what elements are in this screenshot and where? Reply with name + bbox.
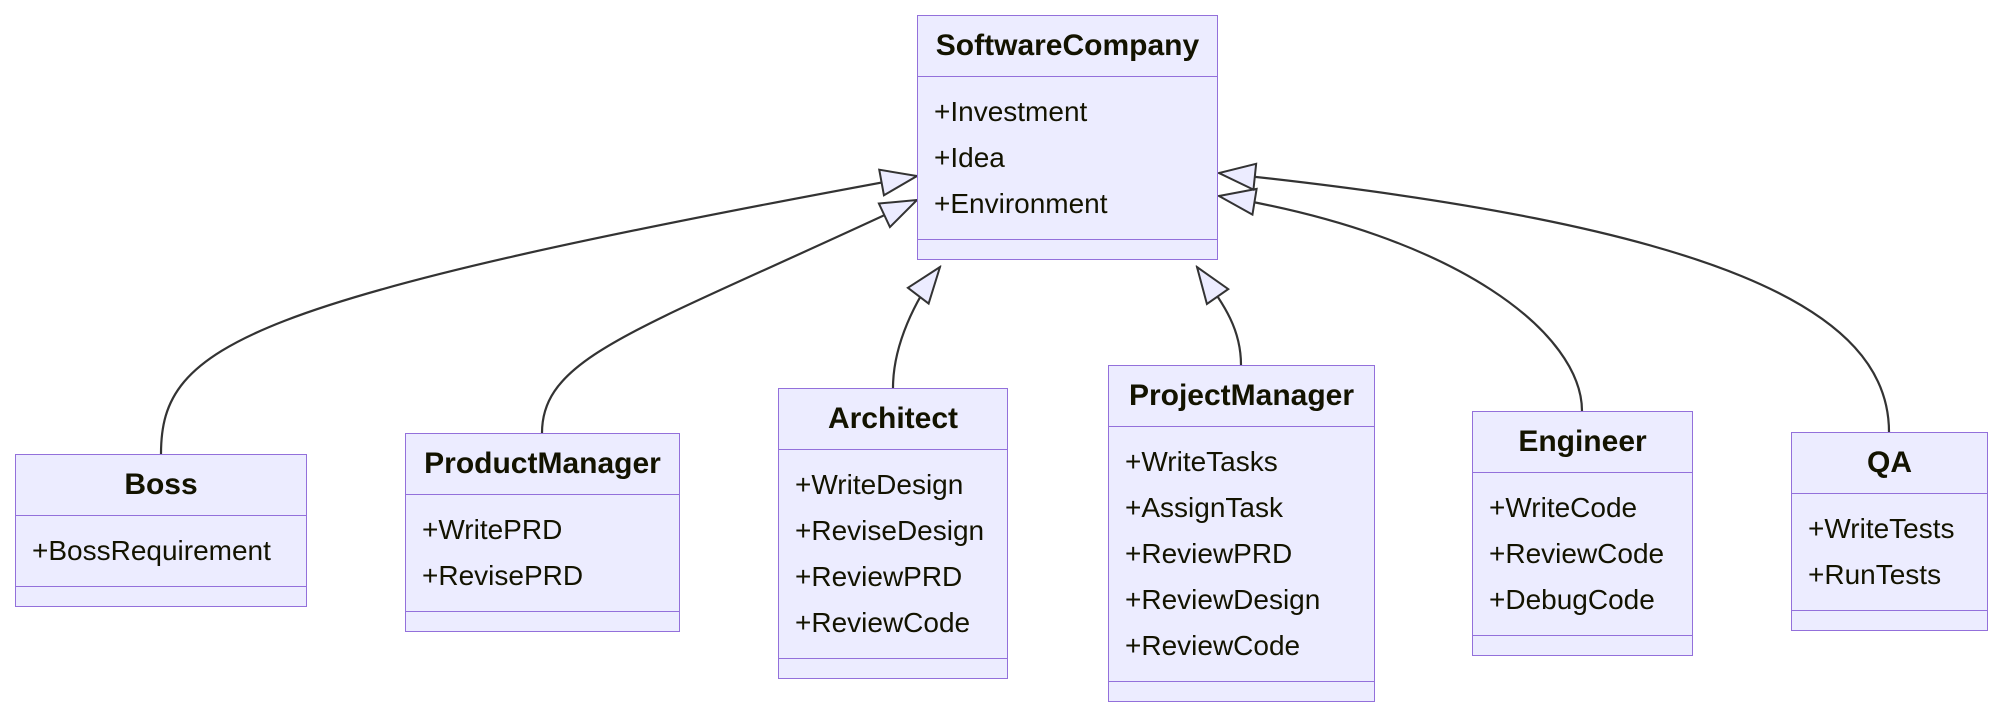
class-member: +WritePRD (422, 514, 563, 545)
class-member: +Environment (934, 188, 1108, 219)
class-member: +ReviewCode (795, 607, 971, 638)
class-projectmanager-title: ProjectManager (1128, 379, 1355, 412)
class-productmanager-members: +WritePRD +RevisePRD (406, 494, 679, 611)
class-softwarecompany: SoftwareCompany +Investment +Idea +Envir… (917, 15, 1218, 260)
class-member: +ReviewCode (1125, 630, 1301, 661)
edge-productmanager-to-softwarecompany (540, 200, 917, 434)
class-member: +BossRequirement (32, 535, 271, 566)
class-qa-title: QA (1867, 446, 1912, 479)
edge-boss-to-softwarecompany (159, 176, 917, 455)
edge-engineer-to-softwarecompany (1219, 196, 1584, 412)
class-projectmanager-methods-empty (1109, 681, 1374, 701)
class-member: +Idea (934, 142, 1005, 173)
edge-architect-to-softwarecompany (891, 267, 940, 389)
class-qa-members: +WriteTests +RunTests (1792, 493, 1987, 610)
class-member: +RunTests (1808, 559, 1942, 590)
class-member: +ReviewPRD (1125, 538, 1293, 569)
class-member: +Investment (934, 96, 1088, 127)
edge-projectmanager-to-softwarecompany (1197, 267, 1243, 366)
class-softwarecompany-methods-empty (918, 239, 1217, 259)
class-boss-title: Boss (124, 468, 198, 501)
class-qa: QA +WriteTests +RunTests (1791, 432, 1988, 631)
class-boss: Boss +BossRequirement (15, 454, 307, 607)
class-qa-methods-empty (1792, 610, 1987, 630)
class-member: +WriteDesign (795, 469, 964, 500)
class-member: +WriteCode (1489, 492, 1638, 523)
class-member: +ReviewPRD (795, 561, 963, 592)
class-projectmanager: ProjectManager +WriteTasks +AssignTask +… (1108, 365, 1375, 702)
class-softwarecompany-members: +Investment +Idea +Environment (918, 76, 1217, 239)
class-architect-title: Architect (827, 402, 959, 435)
class-engineer-title: Engineer (1518, 425, 1647, 458)
class-architect: Architect +WriteDesign +ReviseDesign +Re… (778, 388, 1008, 679)
class-productmanager-title: ProductManager (424, 447, 661, 480)
class-engineer-members: +WriteCode +ReviewCode +DebugCode (1473, 472, 1692, 635)
class-architect-members: +WriteDesign +ReviseDesign +ReviewPRD +R… (779, 449, 1007, 658)
class-member: +ReviewDesign (1125, 584, 1321, 615)
class-member: +WriteTasks (1125, 446, 1278, 477)
class-productmanager-methods-empty (406, 611, 679, 631)
class-member: +ReviewCode (1489, 538, 1665, 569)
class-member: +ReviseDesign (795, 515, 985, 546)
class-productmanager: ProductManager +WritePRD +RevisePRD (405, 433, 680, 632)
class-member: +RevisePRD (422, 560, 584, 591)
class-projectmanager-members: +WriteTasks +AssignTask +ReviewPRD +Revi… (1109, 426, 1374, 681)
class-member: +AssignTask (1125, 492, 1283, 523)
edge-qa-to-softwarecompany (1219, 173, 1891, 433)
class-engineer: Engineer +WriteCode +ReviewCode +DebugCo… (1472, 411, 1693, 656)
class-member: +WriteTests (1808, 513, 1955, 544)
class-member: +DebugCode (1489, 584, 1655, 615)
class-boss-methods-empty (16, 586, 306, 606)
class-softwarecompany-title: SoftwareCompany (935, 29, 1200, 62)
class-architect-methods-empty (779, 658, 1007, 678)
class-boss-members: +BossRequirement (16, 515, 306, 586)
class-engineer-methods-empty (1473, 635, 1692, 655)
